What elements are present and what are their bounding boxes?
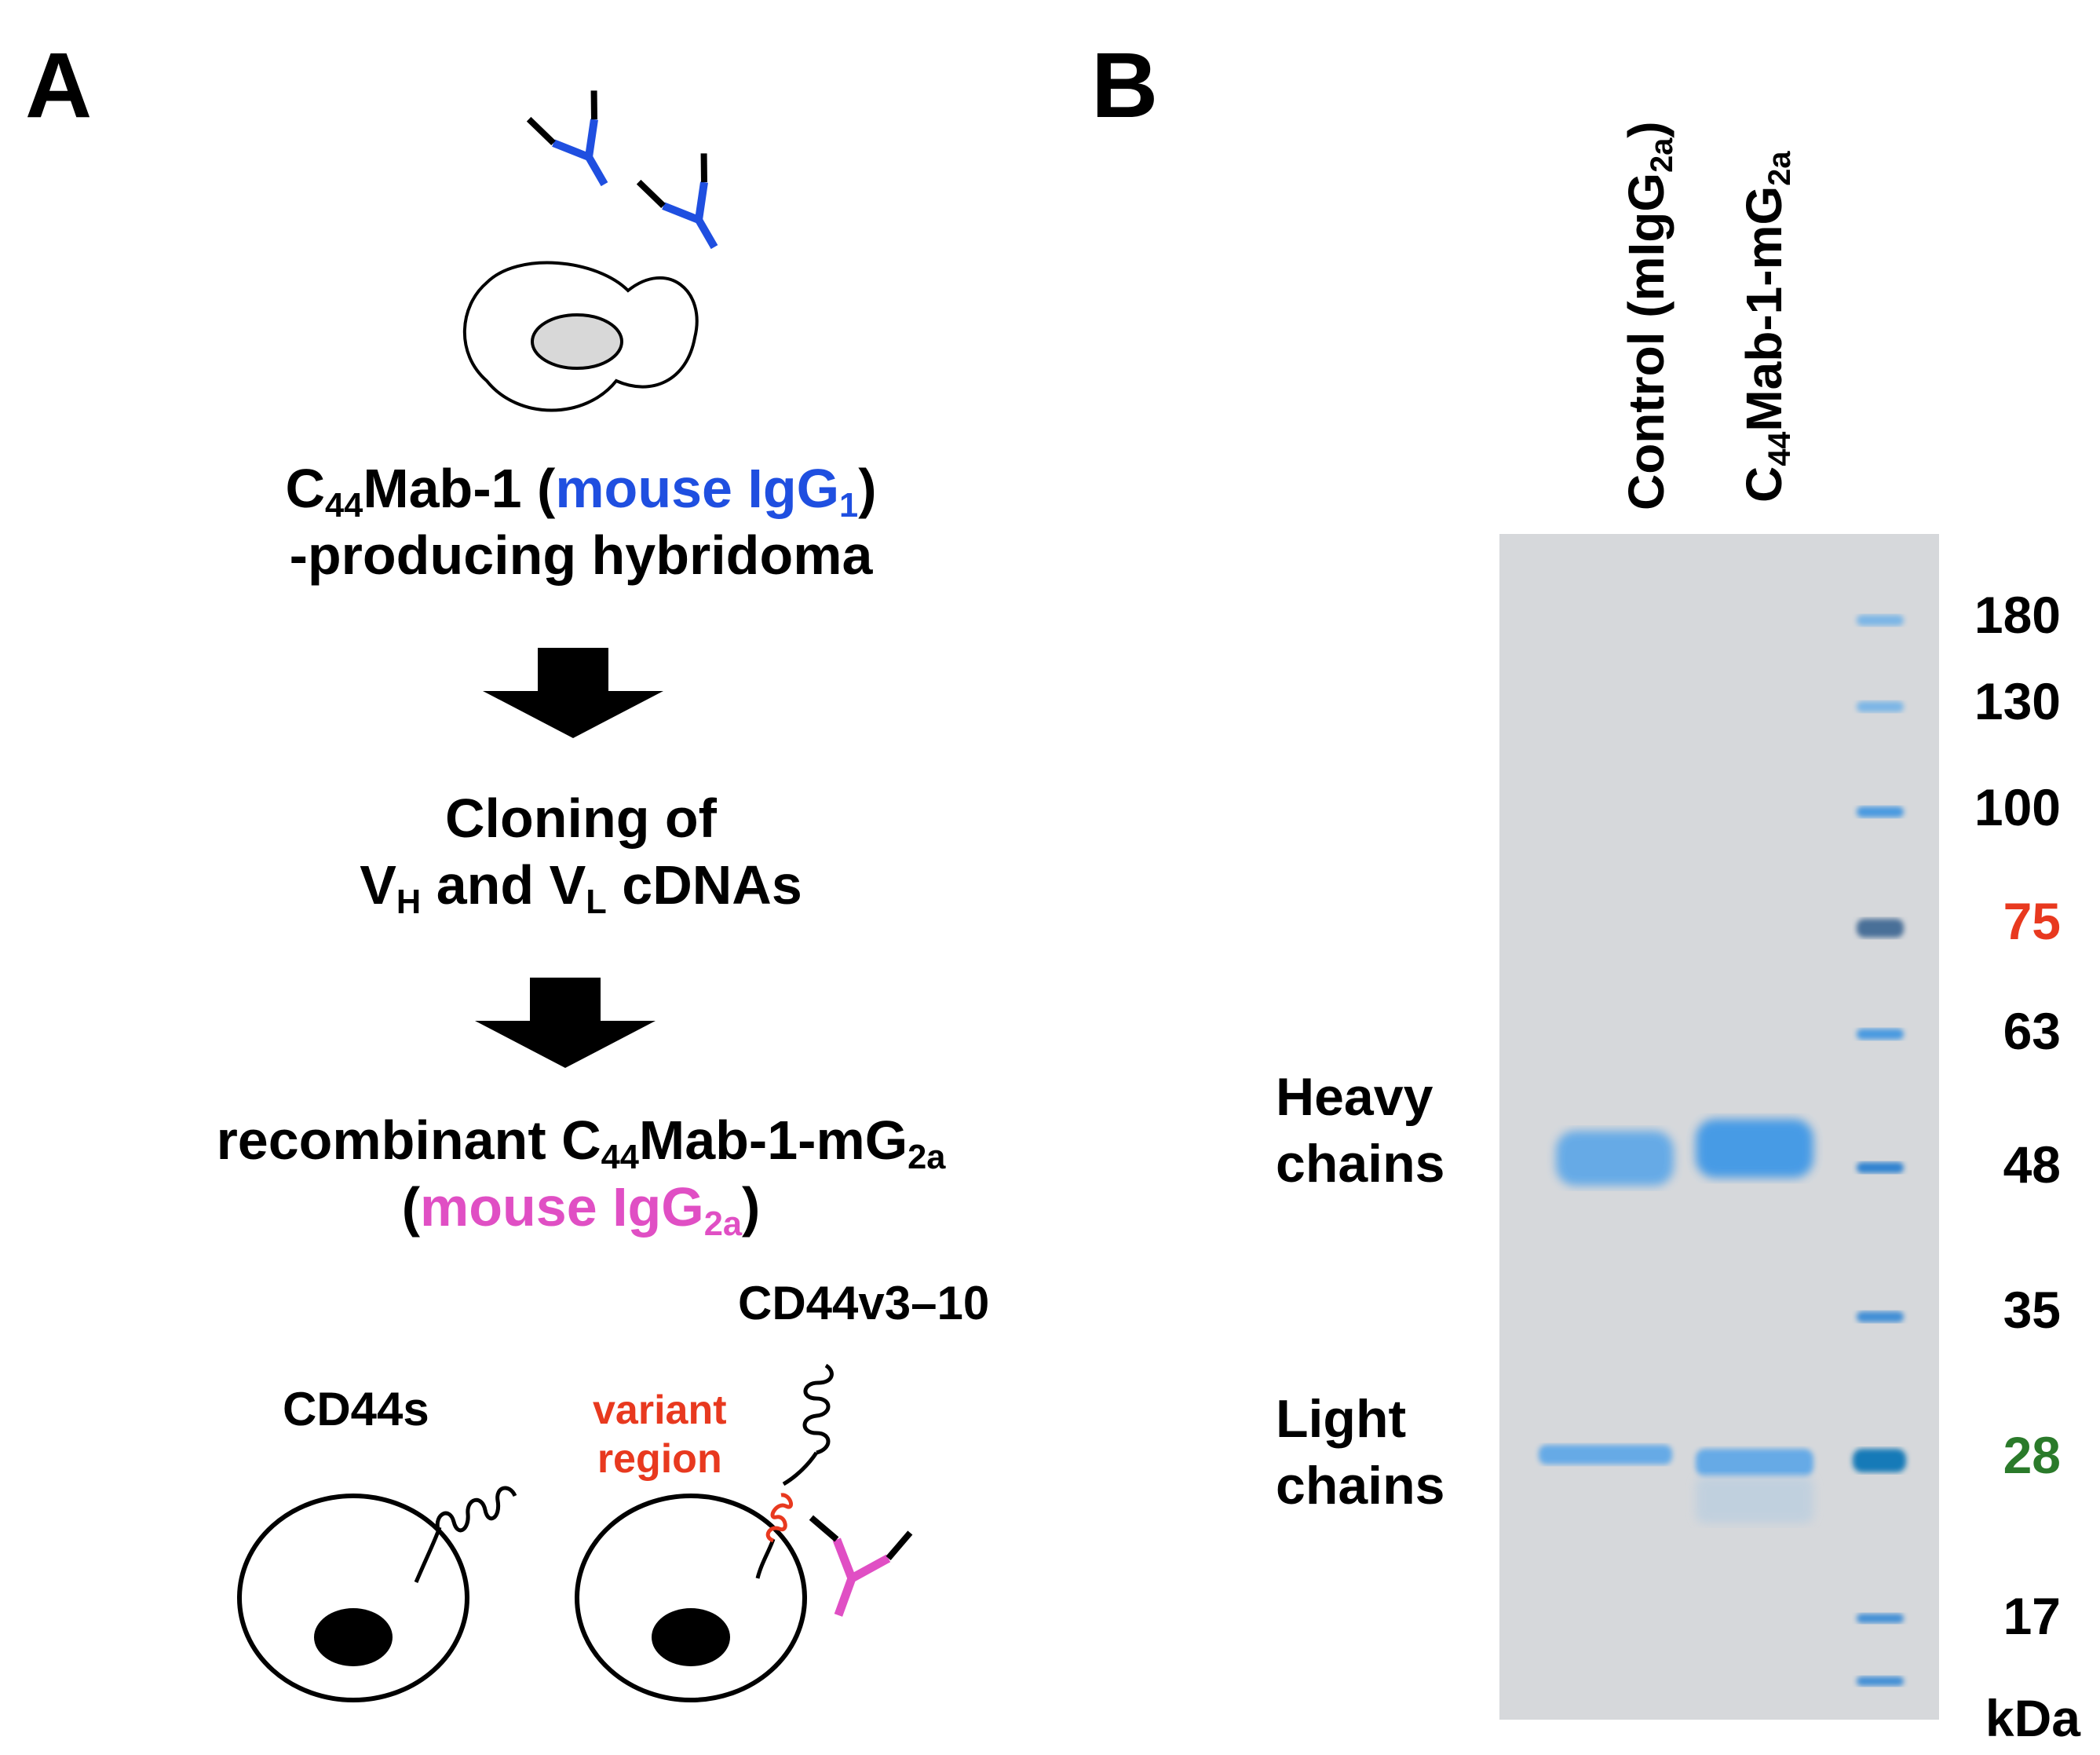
cd44v-label: CD44v3–10: [738, 1277, 990, 1329]
marker-28: 28: [2003, 1426, 2061, 1484]
down-arrow-icon: [483, 648, 663, 738]
sds-page-gel: [1499, 534, 1939, 1720]
marker-48: 48: [2003, 1135, 2061, 1194]
light-chains-label: Light chains: [1276, 1389, 1445, 1516]
marker-75: 75: [2003, 892, 2061, 950]
igg1-antibodies-icon: [526, 90, 718, 250]
cd44s-cell-icon: [237, 1486, 517, 1702]
cloning-caption: Cloning of VH and VL cDNAs: [360, 788, 802, 922]
marker-63: 63: [2003, 1002, 2061, 1060]
cd44s-label: CD44s: [283, 1383, 429, 1435]
heavy-chains-label: Heavy chains: [1276, 1067, 1445, 1194]
hybridoma-caption: C44Mab-1 (mouse IgG1) -producing hybrido…: [285, 458, 877, 587]
marker-35: 35: [2003, 1281, 2061, 1339]
panel-a-label: A: [25, 34, 93, 137]
variant-region-label: variant region: [593, 1388, 727, 1483]
marker-180: 180: [1974, 586, 2061, 644]
marker-130: 130: [1974, 672, 2061, 730]
recombinant-caption: recombinant C44Mab-1-mG2a (mouse IgG2a): [216, 1110, 946, 1244]
lane-label-c44mab: C44Mab-1-mG2a: [1736, 151, 1798, 503]
panel-b-label: B: [1091, 34, 1159, 137]
down-arrow-icon: [475, 978, 656, 1068]
ladder-bands: [1853, 615, 1906, 1686]
marker-100: 100: [1974, 778, 2061, 836]
marker-17: 17: [2003, 1587, 2061, 1645]
cd44v-cell-icon: [575, 1363, 913, 1702]
lane-label-control: Control (mIgG2a): [1618, 121, 1680, 510]
kda-unit-label: kDa: [1985, 1689, 2080, 1747]
hybridoma-cell-icon: [462, 261, 699, 412]
